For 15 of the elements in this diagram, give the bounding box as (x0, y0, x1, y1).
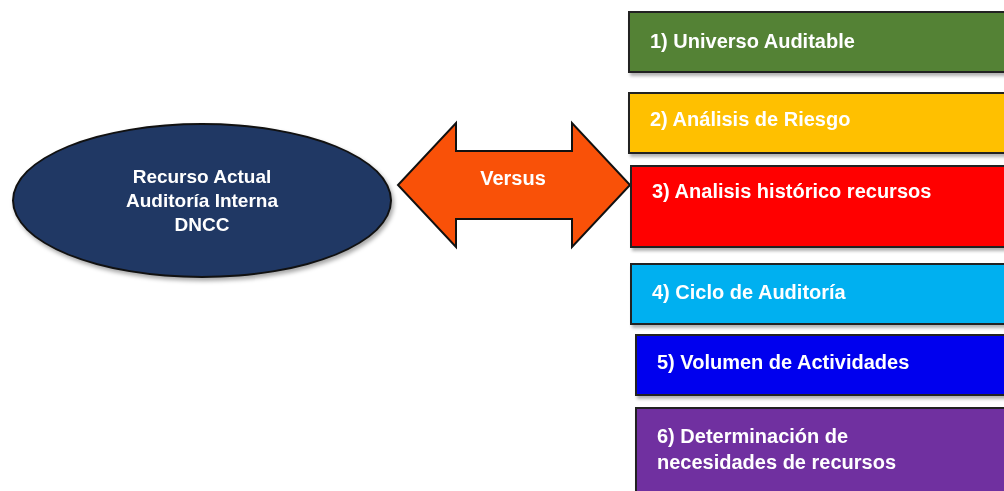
step-box (628, 92, 1004, 154)
step-label: 4) Ciclo de Auditoría (652, 280, 847, 305)
step-box (635, 334, 1004, 396)
step-label: 2) Análisis de Riesgo (650, 107, 852, 132)
step-box (630, 263, 1004, 325)
step-box (628, 11, 1004, 73)
step-label: 3) Analisis histórico recursos (652, 179, 933, 204)
step-box (630, 165, 1004, 248)
node-label: Recurso Actual Auditoría Interna DNCC (125, 164, 279, 237)
step-label: 1) Universo Auditable (650, 29, 856, 54)
edge-label: Versus (480, 166, 546, 190)
step-label: 6) Determinación de necesidades de recursos (657, 424, 897, 475)
step-label: 5) Volumen de Actividades (657, 350, 911, 375)
step-box (635, 407, 1004, 491)
double-block-arrow (396, 120, 632, 250)
